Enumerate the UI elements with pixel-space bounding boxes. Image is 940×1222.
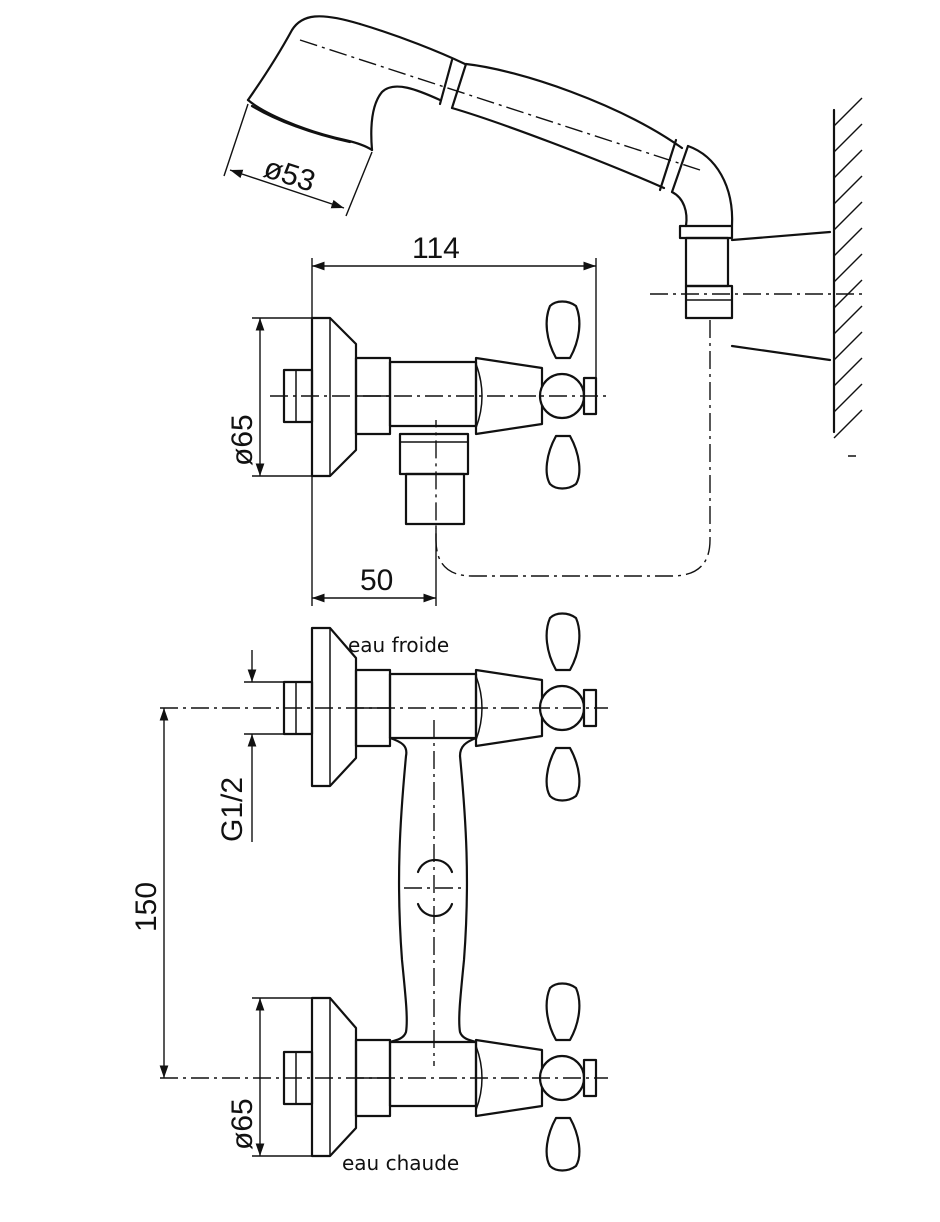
dim-shower-head: ø53 bbox=[223, 103, 373, 217]
dim-overall-depth: 114 bbox=[311, 232, 597, 378]
dim-flange-top: ø65 bbox=[226, 317, 312, 477]
dim-shower-head-label: ø53 bbox=[260, 151, 319, 198]
dim-center-distance-label: 150 bbox=[130, 882, 163, 932]
dim-outlet-offset: 50 bbox=[311, 476, 437, 606]
hand-shower bbox=[246, 15, 734, 320]
dim-overall-depth-label: 114 bbox=[412, 232, 460, 265]
front-view-mixer bbox=[160, 612, 608, 1172]
dim-flange-bottom: ø65 bbox=[226, 997, 312, 1157]
dim-flange-top-label: ø65 bbox=[226, 414, 259, 466]
hot-water-label: eau chaude bbox=[342, 1151, 459, 1175]
dim-thread: G1/2 bbox=[216, 650, 284, 842]
dim-thread-label: G1/2 bbox=[216, 777, 249, 842]
cold-water-label: eau froide bbox=[348, 633, 449, 657]
hose-path bbox=[435, 320, 711, 577]
dim-outlet-offset-label: 50 bbox=[360, 564, 393, 597]
side-view-mixer bbox=[270, 300, 608, 526]
dim-flange-bottom-label: ø65 bbox=[226, 1098, 259, 1150]
wall-hatch bbox=[832, 97, 863, 457]
dim-center-distance: 150 bbox=[130, 708, 169, 1078]
